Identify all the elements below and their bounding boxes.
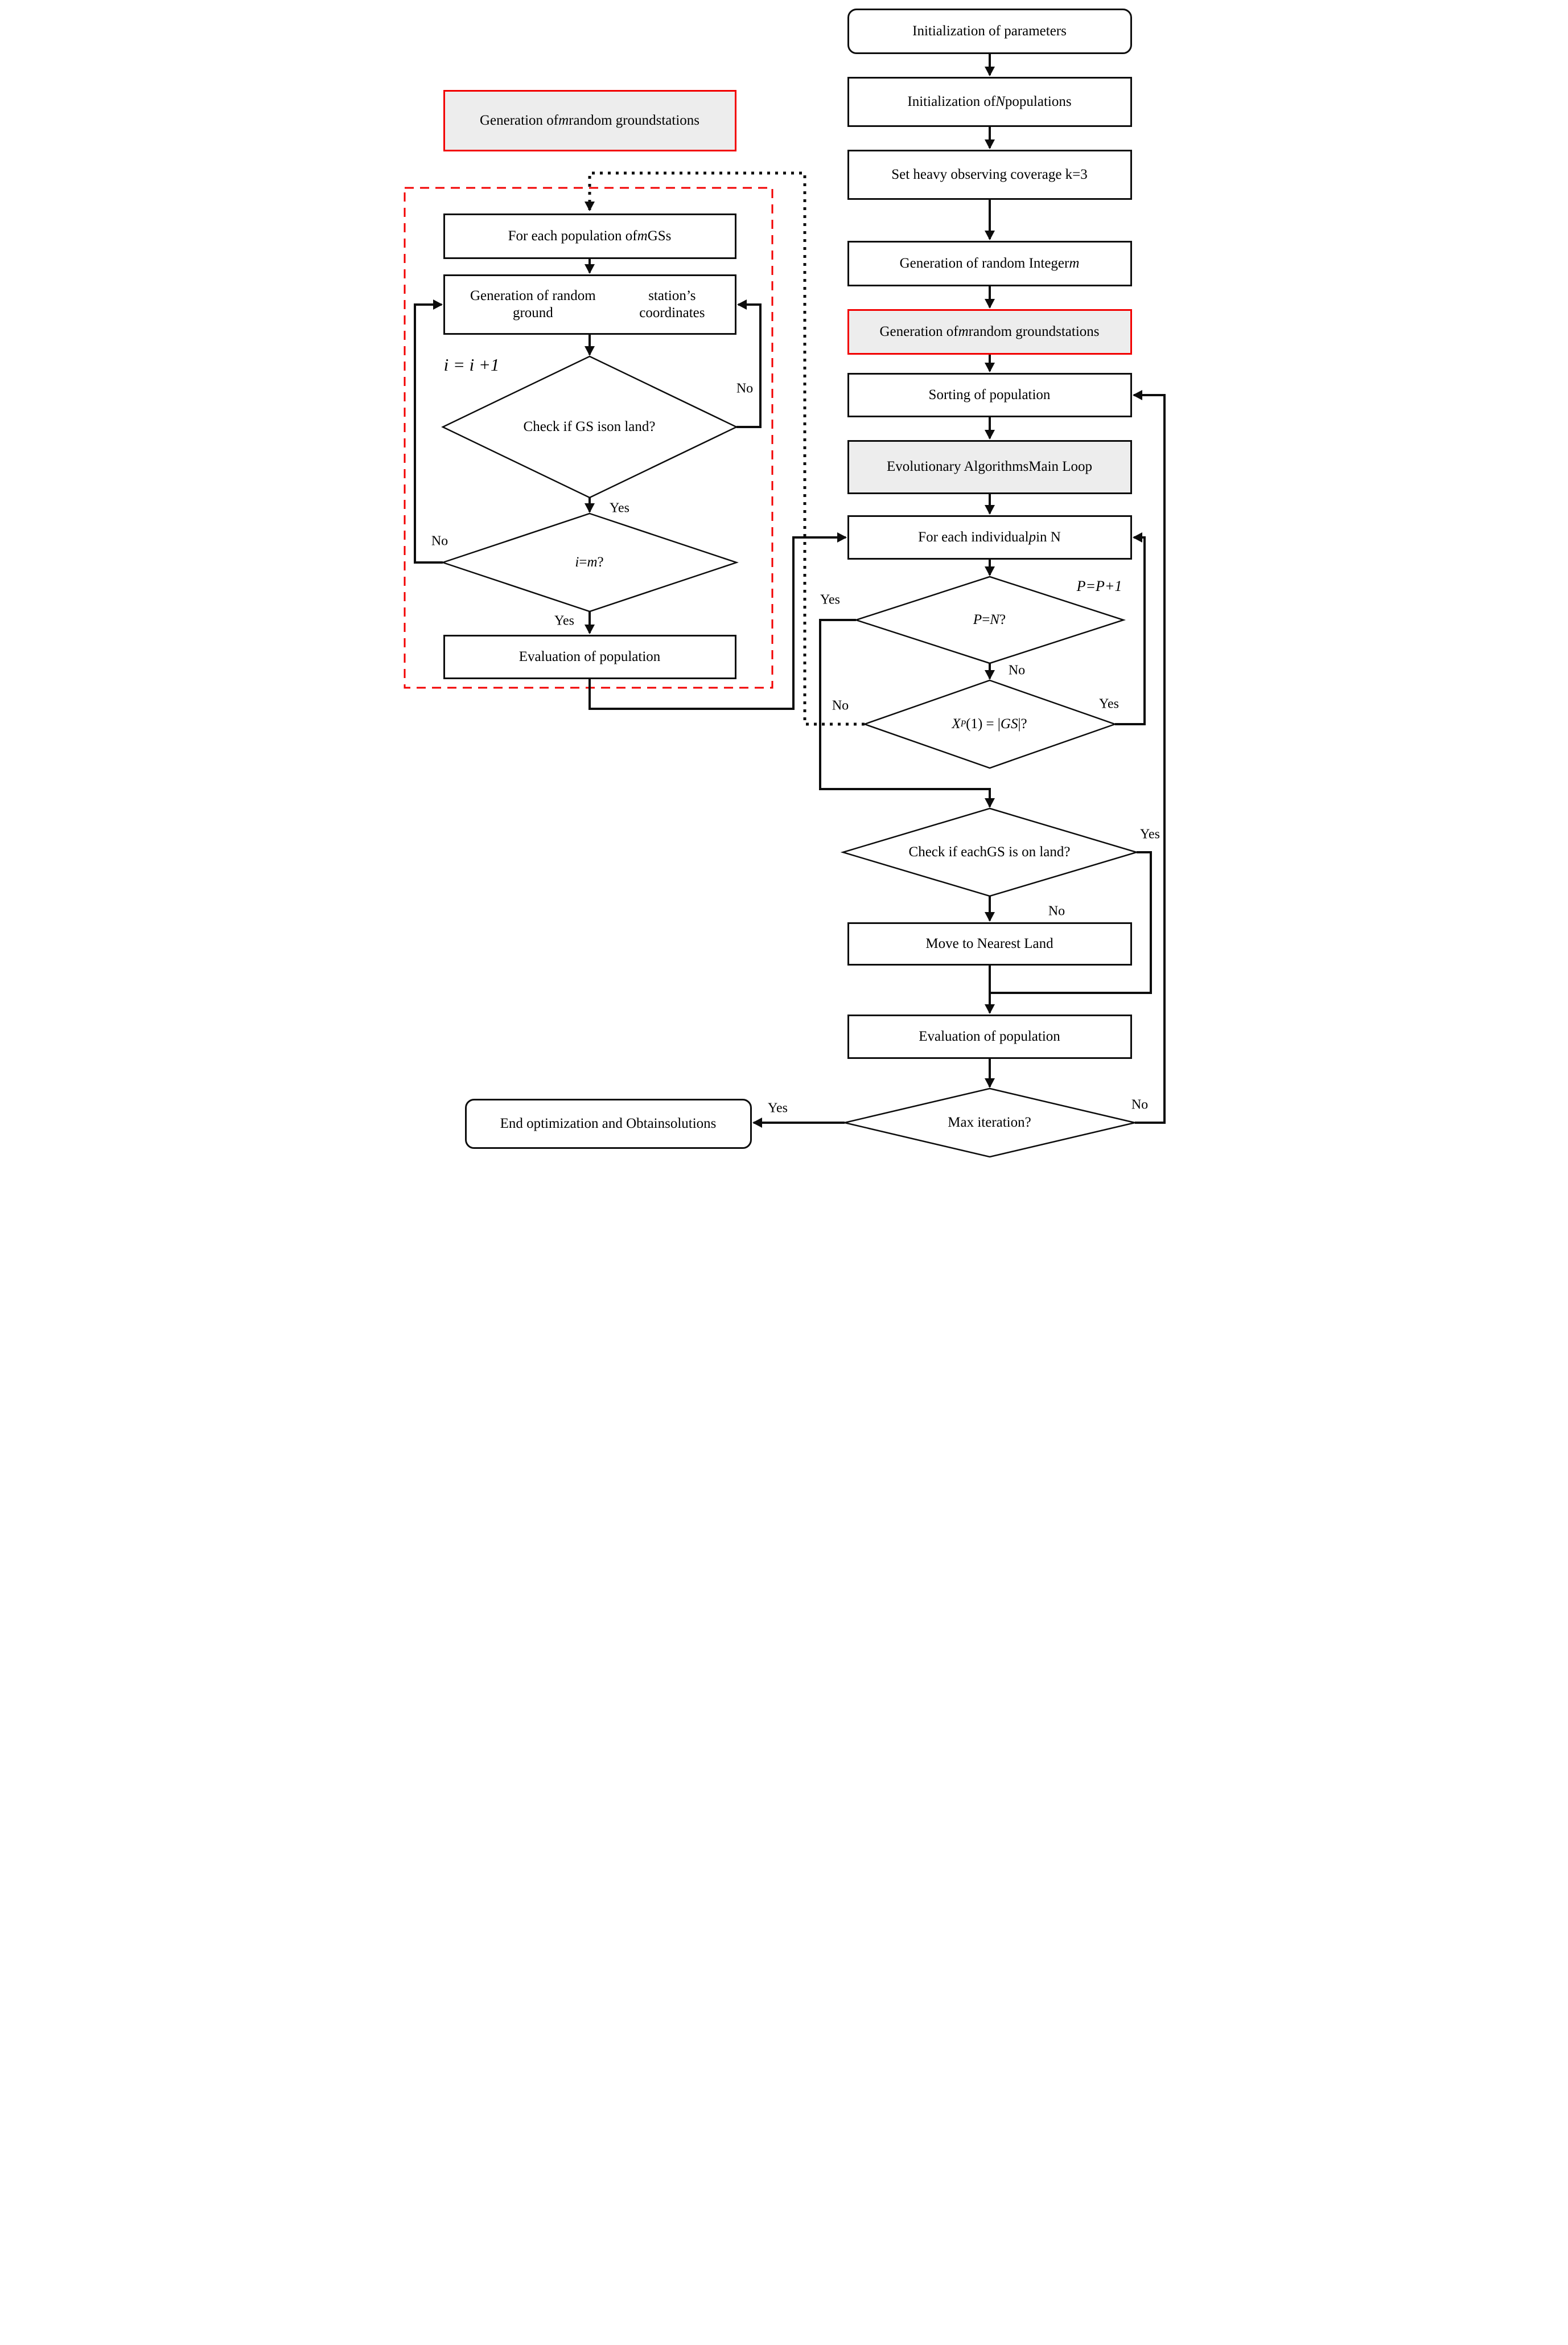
annotation-p-increment: P=P+1 — [1076, 578, 1122, 594]
edge-xp-no-dotted — [584, 171, 865, 726]
decision-max-iteration-shape — [844, 1087, 1135, 1158]
connector-layer — [404, 54, 1166, 1158]
edge-subprocess-return — [588, 532, 847, 710]
edge-label-max-iteration-yes: Yes — [768, 1100, 788, 1116]
flowchart-canvas: Initialization of parameters Initializat… — [392, 0, 1176, 1173]
decision-i-equals-m-label: i = m ? — [575, 554, 604, 570]
edge-label-check-land-yes: Yes — [610, 500, 629, 516]
edge-max-iteration-no-loop — [1132, 390, 1166, 1124]
decision-p-equals-n-label: P = N ? — [973, 611, 1006, 627]
node-initialization-populations: Initialization of N populations — [847, 77, 1132, 127]
node-generation-random-integer: Generation of random Integer m — [847, 241, 1132, 286]
decision-check-land-shape — [441, 355, 738, 499]
decision-p-equals-n-shape — [853, 576, 1126, 664]
node-for-each-population: For each population of m GSs — [443, 213, 736, 259]
decision-check-each-gs-shape — [840, 807, 1139, 897]
edge-label-i-equals-m-yes: Yes — [554, 613, 574, 629]
edge-label-xp-no: No — [832, 698, 849, 713]
node-for-each-individual: For each individual p in N — [847, 515, 1132, 560]
node-evaluation-population-main: Evaluation of population — [847, 1015, 1132, 1059]
annotation-i-increment: i = i +1 — [443, 355, 500, 375]
edge-check-land-no-loop — [736, 299, 762, 428]
edge-check-each-gs-yes — [989, 851, 1152, 994]
decision-diamonds — [440, 355, 1139, 1158]
node-initialization-parameters: Initialization of parameters — [847, 9, 1132, 54]
branch-lines — [413, 259, 1166, 1128]
edge-label-i-equals-m-no: No — [431, 533, 448, 549]
edge-label-xp-yes: Yes — [1099, 696, 1119, 712]
node-evaluation-population-left: Evaluation of population — [443, 635, 736, 679]
edge-label-p-equals-n-yes: Yes — [820, 592, 840, 607]
edge-p-equals-n-yes — [818, 619, 995, 808]
node-set-coverage: Set heavy observing coverage k=3 — [847, 150, 1132, 200]
decision-i-equals-m-shape — [440, 512, 739, 613]
edge-label-max-iteration-no: No — [1131, 1097, 1149, 1112]
edge-label-p-equals-n-no: No — [1008, 663, 1026, 678]
edge-label-check-each-gs-no: No — [1048, 903, 1065, 919]
node-sorting-population: Sorting of population — [847, 373, 1132, 417]
edge-label-check-land-no: No — [736, 381, 754, 396]
decision-xp-shape — [862, 679, 1117, 769]
edge-p-increment-loop — [1114, 532, 1146, 725]
edge-i-equals-m-no-loop — [413, 299, 443, 564]
node-move-nearest-land: Move to Nearest Land — [847, 922, 1132, 966]
edge-label-check-each-gs-yes: Yes — [1140, 827, 1160, 842]
decision-max-iteration-label: Max iteration? — [948, 1114, 1031, 1130]
